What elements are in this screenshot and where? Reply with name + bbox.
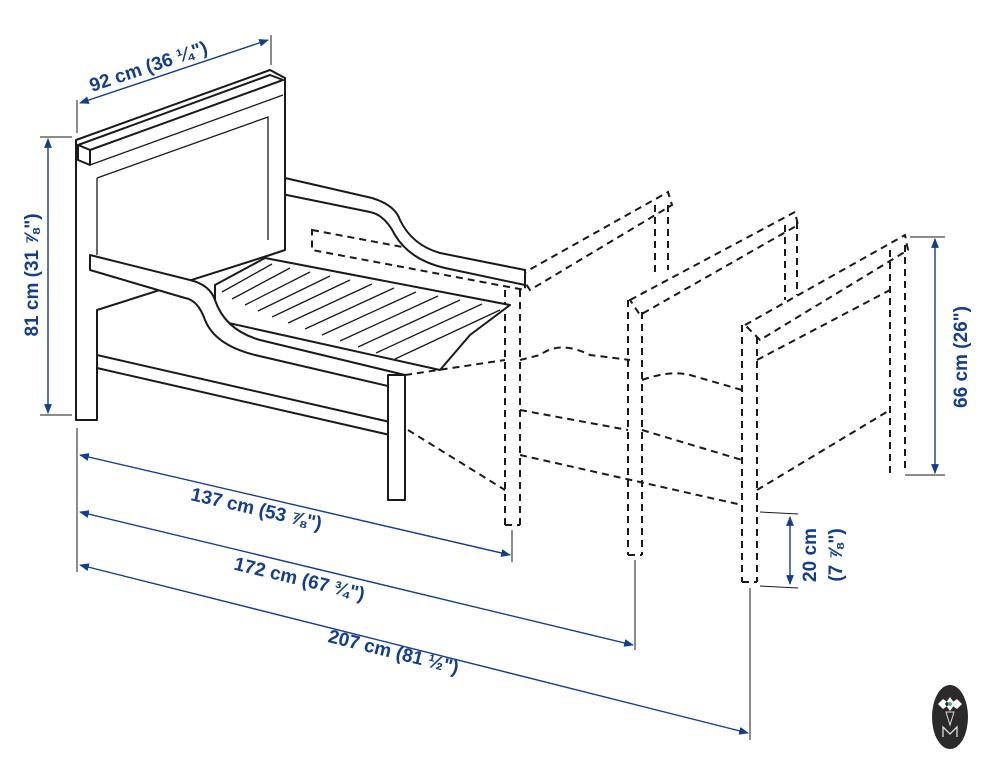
logo-badge-icon xyxy=(932,685,968,749)
height-dimension: 81 cm (31 ⅞") xyxy=(22,136,72,416)
extension-height-dimension: 66 cm (26") xyxy=(905,236,972,476)
length-max-label: 207 cm (81 ½") xyxy=(326,626,461,679)
height-label: 81 cm (31 ⅞") xyxy=(22,213,43,336)
length-dimensions: 137 cm (53 ⅞") 172 cm (67 ¾") 207 cm (81… xyxy=(76,428,751,740)
leg-height-label-cm: 20 cm xyxy=(800,528,821,582)
back-side-rail xyxy=(271,174,526,286)
foot-leg xyxy=(387,374,406,501)
leg-height-label-in: (7 ⅞") xyxy=(826,528,847,581)
length-min-label: 137 cm (53 ⅞") xyxy=(189,484,324,535)
length-mid-label: 172 cm (67 ¾") xyxy=(232,554,367,606)
width-label: 92 cm (36 ¼") xyxy=(87,38,210,97)
extension-height-label: 66 cm (26") xyxy=(951,306,972,408)
leg-height-dimension: 20 cm (7 ⅞") xyxy=(759,511,847,589)
